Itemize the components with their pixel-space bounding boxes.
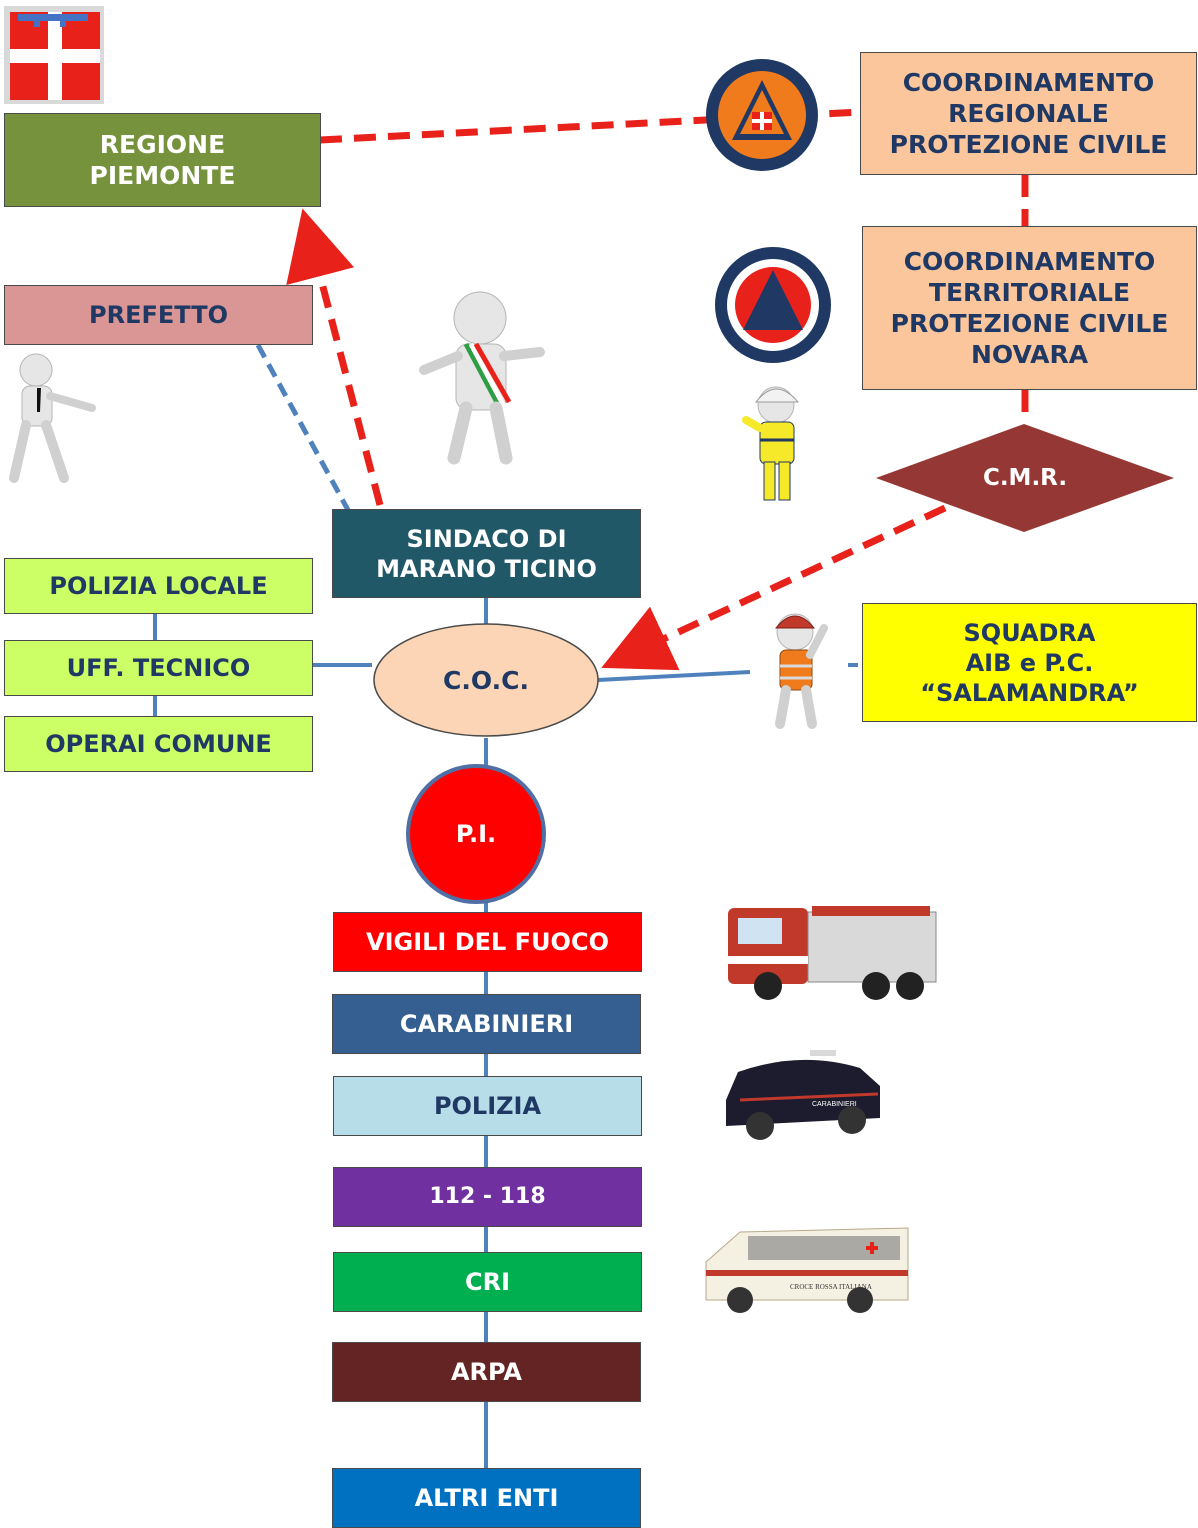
volunteer-helmet-figure-icon [742, 386, 800, 501]
prefetto-box: PREFETTO [4, 285, 313, 345]
coordinamento-regionale-label: COORDINAMENTO REGIONALE PROTEZIONE CIVIL… [889, 67, 1168, 160]
coordinamento-territoriale-label: COORDINAMENTO TERRITORIALE PROTEZIONE CI… [890, 246, 1169, 370]
pi-node: P.I. [408, 766, 544, 902]
cmr-label: C.M.R. [982, 465, 1068, 491]
polizia-locale-label: POLIZIA LOCALE [49, 572, 268, 600]
sindaco-box: SINDACO DI MARANO TICINO [332, 509, 641, 598]
coc-ellipse [373, 623, 599, 737]
prefetto-label: PREFETTO [89, 301, 228, 329]
pi-circle [406, 764, 546, 904]
firefighter-figure-icon [774, 613, 828, 729]
coordinamento-territoriale-badge-icon [715, 247, 831, 363]
uff-tecnico-box: UFF. TECNICO [4, 640, 313, 696]
emergenza-112-118-box: 112 - 118 [333, 1167, 642, 1227]
pi-label: P.I. [455, 820, 497, 848]
coordinamento-regionale-badge-icon [706, 59, 818, 171]
businessman-figure-icon [9, 353, 96, 483]
altri-enti-box: ALTRI ENTI [332, 1468, 641, 1528]
vigili-del-fuoco-box: VIGILI DEL FUOCO [333, 912, 642, 972]
cmr-diamond [876, 424, 1174, 532]
carabinieri-label: CARABINIERI [399, 1010, 574, 1038]
coordinamento-territoriale-box: COORDINAMENTO TERRITORIALE PROTEZIONE CI… [862, 226, 1197, 390]
piemonte-flag-icon [4, 6, 104, 104]
arrow-cmr-coc [601, 504, 947, 671]
operai-comune-box: OPERAI COMUNE [4, 716, 313, 772]
vigili-del-fuoco-label: VIGILI DEL FUOCO [366, 928, 609, 956]
coc-node: C.O.C. [374, 624, 598, 736]
coc-label: C.O.C. [443, 665, 529, 695]
altri-enti-label: ALTRI ENTI [414, 1484, 559, 1512]
cri-box: CRI [333, 1252, 642, 1312]
regione-piemonte-label: REGIONE PIEMONTE [89, 129, 236, 190]
carabinieri-box: CARABINIERI [332, 994, 641, 1054]
regione-piemonte-box: REGIONE PIEMONTE [4, 113, 321, 207]
mayor-sash-figure-icon [419, 291, 545, 465]
arrow-sindaco-regione [286, 208, 384, 506]
polizia-locale-box: POLIZIA LOCALE [4, 558, 313, 614]
line-prefetto-sindaco [255, 343, 351, 512]
cri-label: CRI [464, 1268, 511, 1296]
polizia-label: POLIZIA [433, 1092, 542, 1120]
squadra-salamandra-box: SQUADRA AIB e P.C. “SALAMANDRA” [862, 603, 1197, 722]
operai-comune-label: OPERAI COMUNE [45, 730, 272, 758]
arpa-label: ARPA [450, 1358, 522, 1386]
emergenza-112-118-label: 112 - 118 [429, 1184, 546, 1210]
coordinamento-regionale-box: COORDINAMENTO REGIONALE PROTEZIONE CIVIL… [860, 52, 1197, 175]
svg-text:CROCE ROSSA ITALIANA: CROCE ROSSA ITALIANA [790, 1283, 872, 1291]
svg-text:CARABINIERI: CARABINIERI [812, 1101, 857, 1108]
line-coc-squadra [597, 670, 751, 682]
sindaco-label: SINDACO DI MARANO TICINO [376, 524, 597, 583]
arpa-box: ARPA [332, 1342, 641, 1402]
ambulance-icon: CROCE ROSSA ITALIANA [705, 1227, 909, 1313]
carabinieri-car-icon: CARABINIERI [726, 1050, 880, 1140]
fire-truck-icon [728, 906, 937, 1000]
uff-tecnico-label: UFF. TECNICO [66, 654, 251, 682]
cmr-node: C.M.R. [876, 424, 1174, 532]
squadra-salamandra-label: SQUADRA AIB e P.C. “SALAMANDRA” [920, 618, 1139, 707]
polizia-box: POLIZIA [333, 1076, 642, 1136]
